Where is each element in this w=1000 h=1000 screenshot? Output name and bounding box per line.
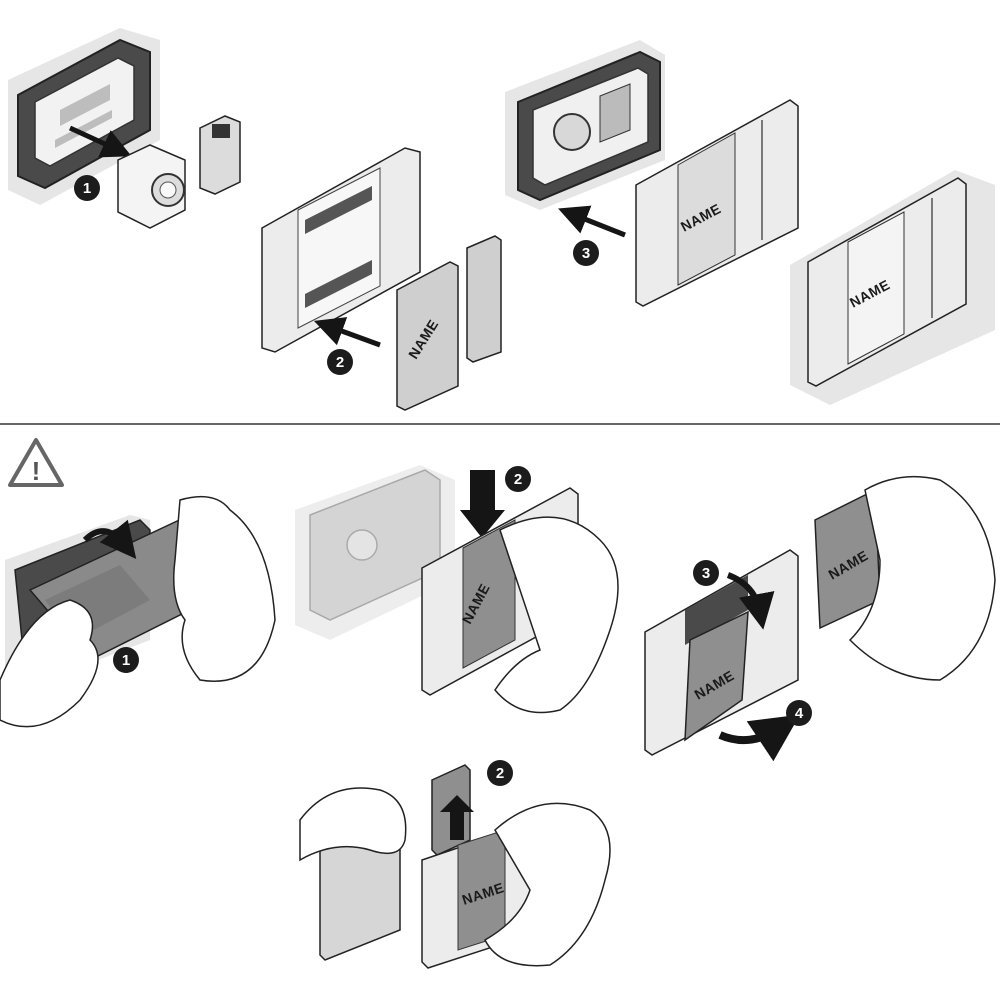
push-arrow-icon: [460, 470, 505, 538]
step-badge: [327, 349, 353, 375]
step-number: 2: [514, 471, 522, 488]
step1-frame-assembly: 1: [8, 28, 241, 229]
step-badge: [573, 240, 599, 266]
removal-step1: 1: [0, 495, 276, 728]
rotate-arrow-icon: [726, 572, 775, 630]
insertion-step: 2 NAME: [299, 760, 611, 969]
step-number: 2: [496, 765, 504, 782]
step-badge: [74, 175, 100, 201]
step-number: 4: [795, 705, 804, 722]
step-badge: [693, 560, 719, 586]
warning-symbol: !: [32, 456, 41, 486]
finished-plate: NAME: [790, 170, 995, 405]
step-number: 3: [582, 245, 590, 262]
step3-final-assembly: 3 NAME: [505, 40, 799, 307]
step-number: 2: [336, 354, 344, 371]
step-badge: [113, 647, 139, 673]
removal-step2: 2 NAME: [295, 465, 619, 714]
removal-step3-4: NAME 3 4 NAME: [644, 475, 996, 762]
step2-plate-assembly: NAME 2: [261, 147, 502, 411]
push-arrow-icon: [440, 795, 474, 840]
step-badge: [487, 760, 513, 786]
step-number: 3: [702, 565, 710, 582]
step-badge: [786, 700, 812, 726]
step-badge: [505, 466, 531, 492]
warning-triangle-icon: !: [8, 438, 64, 487]
step-number: 1: [122, 652, 130, 669]
step-number: 1: [83, 180, 91, 197]
